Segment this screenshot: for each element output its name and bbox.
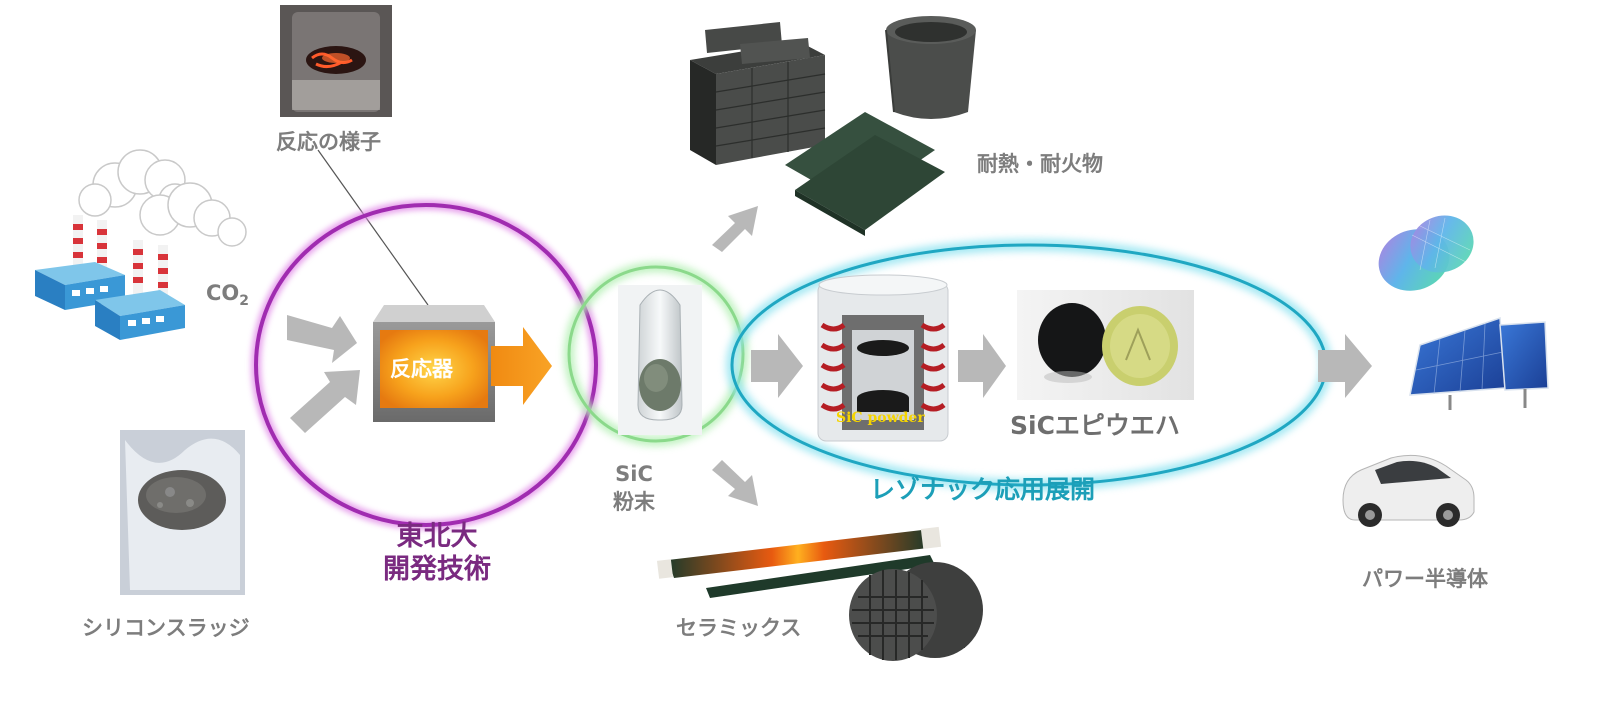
tohoku-tech-label: 東北大 開発技術	[372, 520, 502, 586]
ceramic-plates-icon	[785, 112, 945, 236]
power-semi-caption: パワー半導体	[1362, 567, 1488, 591]
resonac-label: レゾナック応用展開	[870, 475, 1096, 504]
leader-line	[317, 149, 429, 306]
reactor-output-arrow	[491, 327, 552, 405]
wafer-icon	[1378, 215, 1474, 291]
arrow-to-applications	[1318, 334, 1372, 398]
sic-line2: 粉末	[613, 490, 655, 514]
refractory-bricks-icon	[690, 22, 826, 165]
arrow-to-furnace	[751, 334, 803, 398]
co2-label: CO2	[206, 281, 249, 309]
sic-powder-ring	[567, 265, 745, 443]
arrow-to-wafer	[958, 334, 1006, 398]
sic-powder-vial	[618, 285, 702, 435]
heating-rod-icon	[656, 526, 942, 598]
sic-powder-caption: SiC 粉末	[606, 460, 662, 516]
tohoku-ring	[254, 203, 598, 527]
car-icon	[1342, 454, 1475, 527]
sic-wafers-photo	[1017, 290, 1194, 400]
reactor-box-icon	[373, 305, 495, 422]
crucible-icon	[885, 16, 976, 119]
arrow-to-ceramics	[712, 460, 758, 506]
input-arrow-co2	[287, 315, 357, 363]
sic-line1: SiC	[615, 462, 653, 486]
crystal-growth-furnace-icon	[817, 274, 949, 442]
co2-subscript: 2	[239, 293, 250, 310]
input-arrow-sludge	[290, 370, 360, 433]
reaction-photo	[280, 5, 392, 117]
reaction-photo-caption: 反応の様子	[276, 130, 381, 154]
factory-icon	[35, 149, 247, 340]
solar-panel-icon	[1409, 316, 1549, 410]
reactor-label: 反応器	[390, 357, 453, 381]
refractory-caption: 耐熱・耐火物	[977, 152, 1103, 176]
ceramics-caption: セラミックス	[676, 616, 802, 640]
arrow-to-refractory	[712, 206, 758, 252]
epi-wafer-caption: SiCエピウエハ	[1010, 411, 1180, 440]
sic-powder-label: SiC powder	[836, 410, 925, 426]
tohoku-line1: 東北大	[396, 521, 478, 552]
honeycomb-filter-icon	[849, 562, 983, 661]
sludge-photo	[120, 430, 245, 595]
tohoku-line2: 開発技術	[383, 554, 491, 585]
sludge-caption: シリコンスラッジ	[82, 616, 250, 640]
co2-main: CO	[206, 281, 240, 305]
